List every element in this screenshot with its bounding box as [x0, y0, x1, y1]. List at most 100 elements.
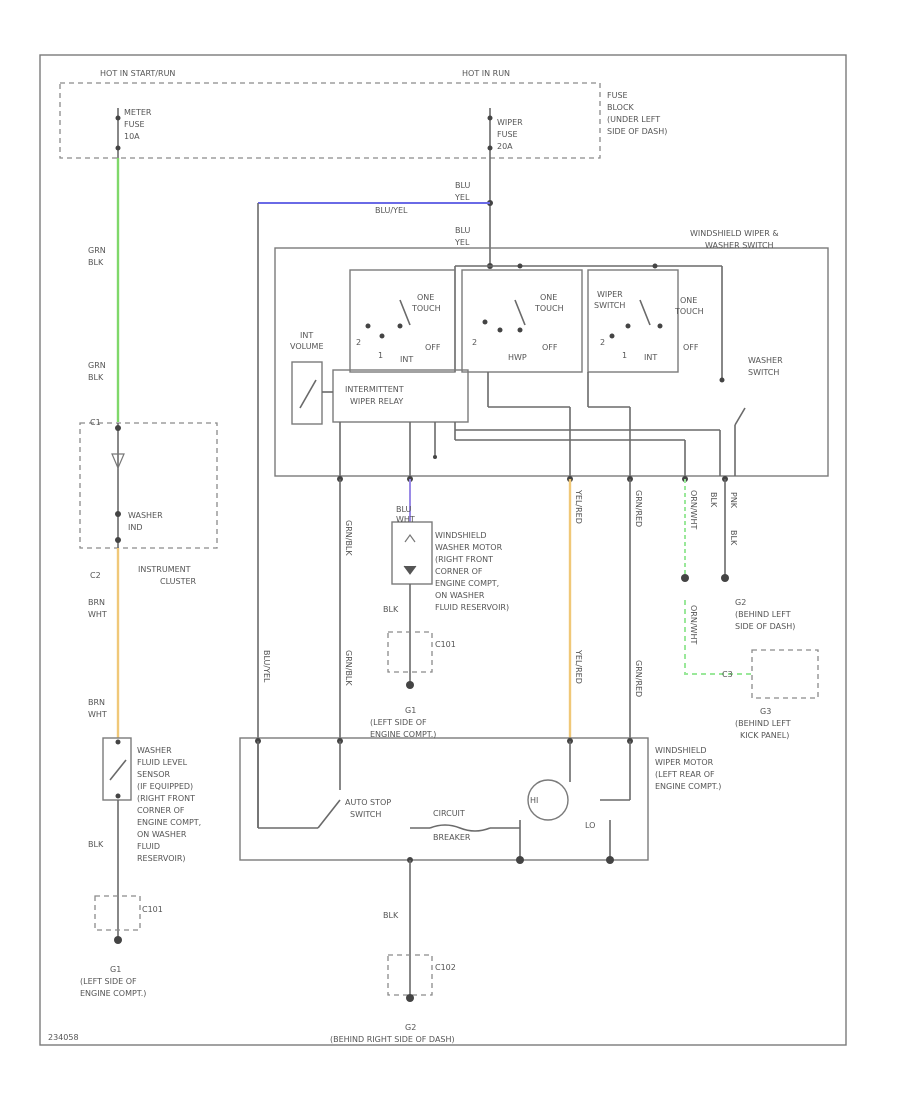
label-blk-vertical: BLK	[709, 492, 718, 508]
label-num-2a: 2	[356, 338, 361, 347]
label-g2-bottom-2: (BEHIND RIGHT SIDE OF DASH)	[330, 1035, 455, 1044]
label-grn-red-1: GRN/RED	[634, 490, 643, 527]
label-orn-wht: ORN/WHT	[689, 490, 698, 529]
washer-switch-lever	[734, 407, 746, 426]
label-blu-yel-top: BLU	[455, 181, 471, 190]
label-wiper-motor-3: (LEFT REAR OF	[655, 770, 715, 779]
label-wiper-switch-1: WIPER	[597, 290, 623, 299]
label-g3-2: (BEHIND LEFT	[735, 719, 791, 728]
wa-contact-1	[482, 319, 488, 325]
label-brn-wht-1: BRN	[88, 598, 105, 607]
label-num-1a: 1	[378, 351, 383, 360]
label-g3-3: KICK PANEL)	[740, 731, 789, 740]
label-meter-fuse: METER	[124, 108, 152, 117]
label-auto-stop-1: AUTO STOP	[345, 798, 391, 807]
label-wiper-motor-1: WINDSHIELD	[655, 746, 707, 755]
g2-dot-2	[721, 574, 729, 582]
label-wiper-fuse-3: 20A	[497, 142, 513, 151]
label-fluid-sensor-8: ON WASHER	[137, 830, 187, 839]
label-hot-in-start: HOT IN START/RUN	[100, 69, 175, 78]
label-g2-3: SIDE OF DASH)	[735, 622, 795, 631]
label-washer-ind-2: IND	[128, 523, 143, 532]
label-fluid-sensor-7: ENGINE COMPT,	[137, 818, 201, 827]
label-c102: C102	[435, 963, 456, 972]
ground-g1-left-dot	[114, 936, 122, 944]
label-circuit-breaker-2: BREAKER	[433, 833, 471, 842]
label-footer-code: 234058	[48, 1033, 79, 1042]
label-grn-red-2: GRN/RED	[634, 660, 643, 697]
int-switch-section	[349, 269, 456, 373]
label-int-b: INT	[644, 353, 657, 362]
label-c1: C1	[90, 418, 101, 427]
label-g1-mid: G1	[405, 706, 416, 715]
wiper-switch-section-a	[461, 269, 583, 373]
label-washer-motor-6: ON WASHER	[435, 591, 485, 600]
label-grn-blk-2b: BLK	[88, 373, 104, 382]
label-g1-mid-3: ENGINE COMPT.)	[370, 730, 436, 739]
diagram-frame	[39, 54, 847, 1046]
label-fuse-block-2: BLOCK	[607, 103, 635, 112]
label-fuse-block-1: FUSE	[607, 91, 628, 100]
connector-c102-outline	[387, 954, 433, 996]
label-wiper-fuse: WIPER	[497, 118, 523, 127]
label-wiper-switch-2: SWITCH	[594, 301, 625, 310]
label-int-relay-1: INTERMITTENT	[345, 385, 404, 394]
label-g2-1: G2	[735, 598, 746, 607]
label-washer-motor-2: WASHER MOTOR	[435, 543, 503, 552]
sensor-node-bottom	[115, 793, 121, 799]
label-blu-wht-2: WHT	[396, 515, 415, 524]
auto-stop-lever	[317, 799, 341, 829]
wm-node-b	[606, 856, 614, 864]
label-g2-2: (BEHIND LEFT	[735, 610, 791, 619]
label-int-volume-1: INT	[300, 331, 313, 340]
label-blk-1: BLK	[383, 605, 399, 614]
label-pnk: PNK	[729, 492, 738, 509]
ground-g2-dot	[406, 994, 414, 1002]
label-instrument-2: CLUSTER	[160, 577, 197, 586]
label-washer-switch-2: SWITCH	[748, 368, 779, 377]
connector-c101-motor	[387, 631, 433, 673]
label-c3: C3	[722, 670, 733, 679]
cluster-terminal-mid	[115, 511, 121, 517]
label-fuse-block-3: (UNDER LEFT	[607, 115, 660, 124]
bus-node-2	[652, 263, 658, 269]
cluster-terminal-top	[115, 425, 121, 431]
label-washer-motor-5: ENGINE COMPT,	[435, 579, 499, 588]
label-num-2c: 2	[600, 338, 605, 347]
label-int-relay-2: WIPER RELAY	[350, 397, 403, 406]
label-one-touch-c-1: ONE	[680, 296, 697, 305]
wiper-fuse-node	[487, 115, 493, 121]
wiper-fuse-node-2	[487, 145, 493, 151]
label-c101-left: C101	[142, 905, 163, 914]
label-g2-bottom-1: G2	[405, 1023, 416, 1032]
label-one-touch-a-2: TOUCH	[411, 304, 441, 313]
label-off-c: OFF	[683, 343, 699, 352]
int-contact-3	[397, 323, 403, 329]
label-brn-wht-1b: WHT	[88, 610, 107, 619]
sensor-node-top	[115, 739, 121, 745]
label-g3-1: G3	[760, 707, 771, 716]
wiper-washer-switch-box	[274, 247, 829, 477]
int-relay-box	[332, 369, 469, 423]
bus-node-1	[517, 263, 523, 269]
label-blu-yel-top-2: YEL	[454, 193, 470, 202]
label-auto-stop-2: SWITCH	[350, 810, 381, 819]
label-blk-left: BLK	[88, 840, 104, 849]
label-g1-bottom-2: (LEFT SIDE OF	[80, 977, 137, 986]
int-switch-lever	[399, 299, 411, 326]
label-grn-blk-vertical: GRN/BLK	[344, 520, 353, 556]
cluster-terminal-bottom	[115, 537, 121, 543]
label-instrument-1: INSTRUMENT	[138, 565, 191, 574]
int-contact-1	[365, 323, 371, 329]
label-fluid-sensor-6: CORNER OF	[137, 806, 185, 815]
wiper-switch-lever-b	[639, 299, 651, 326]
label-one-touch-c-2: TOUCH	[674, 307, 704, 316]
relay-out-node	[433, 455, 437, 459]
label-washer-motor-3: (RIGHT FRONT	[435, 555, 493, 564]
label-fluid-sensor-9: FLUID	[137, 842, 160, 851]
wb-contact-2	[625, 323, 631, 329]
label-hwp: HWP	[508, 353, 527, 362]
label-orn-wht-2: ORN/WHT	[689, 605, 698, 644]
label-grn-blk-1: GRN	[88, 246, 106, 255]
label-grn-blk-vertical-2: GRN/BLK	[344, 650, 353, 686]
